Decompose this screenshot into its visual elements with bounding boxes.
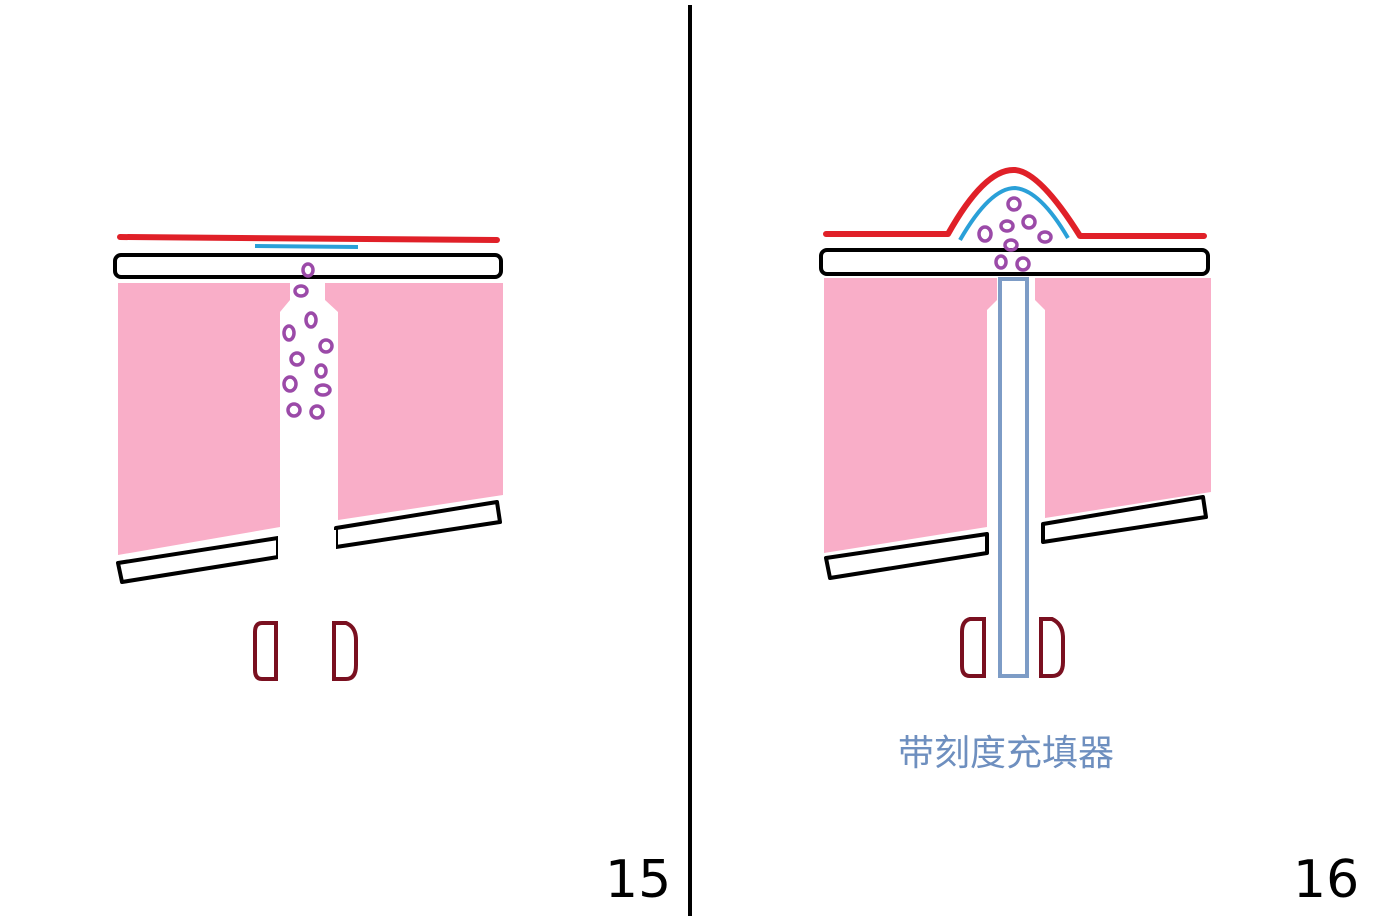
membrane-layer-elevated xyxy=(958,185,1070,241)
lower-bone-plate-left xyxy=(824,532,989,580)
upper-bone-plate xyxy=(113,253,503,279)
tissue-left xyxy=(824,278,997,553)
graduated-filler-instrument xyxy=(998,277,1029,678)
skin-layer xyxy=(117,234,500,243)
graft-particles xyxy=(282,262,334,420)
upper-bone-plate xyxy=(819,248,1210,276)
figure-number-16: 16 xyxy=(1293,850,1360,910)
membrane-layer xyxy=(254,244,359,249)
tissue-right xyxy=(325,283,503,520)
figure-15 xyxy=(113,234,503,681)
tissue-left xyxy=(118,283,290,555)
channel-gap xyxy=(278,530,336,560)
skin-layer-elevated xyxy=(823,166,1207,239)
ring-right xyxy=(332,621,358,681)
ring-right xyxy=(1039,617,1065,678)
figure-number-15: 15 xyxy=(605,850,672,910)
lower-bone-plate-right xyxy=(1041,495,1208,544)
ring-left xyxy=(960,617,986,678)
tissue-right xyxy=(1035,278,1211,518)
figure-16 xyxy=(819,166,1211,678)
ring-left xyxy=(253,621,278,681)
filler-label: 带刻度充填器 xyxy=(898,733,1115,774)
graft-particles xyxy=(977,196,1053,272)
